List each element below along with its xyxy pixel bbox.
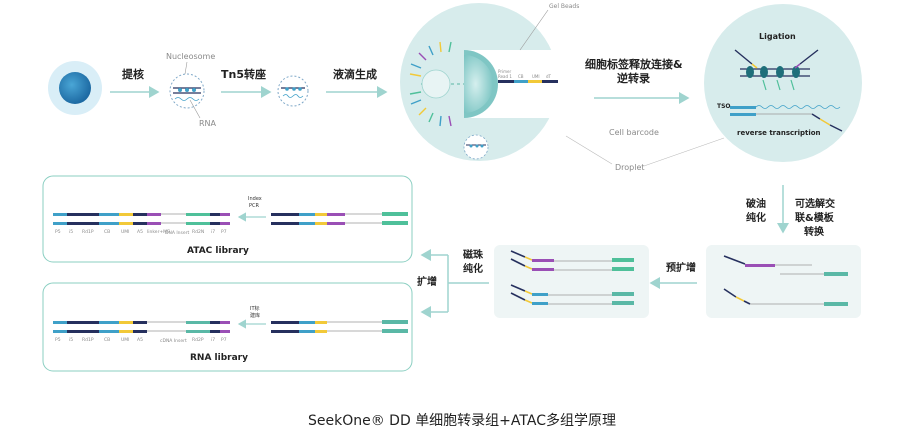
label-it-tag-1: IT标 [250,305,260,312]
label-cell-barcode: Cell barcode [609,128,659,137]
ligation-circle [704,4,862,162]
svg-text:Rd1P: Rd1P [82,337,94,343]
label-bead-purify-2: 纯化 [463,262,483,275]
rna-library-box [42,282,413,372]
label-reverse-transcription: reverse transcription [737,129,821,137]
bead-seg1b: Read 1 [498,74,512,79]
svg-text:cDNA Insert: cDNA Insert [160,338,187,344]
svg-text:i5: i5 [69,229,73,235]
label-pre-amp: 预扩增 [666,261,696,274]
label-droplet-gen: 液滴生成 [333,67,377,81]
rna-segment-labels: P5 i5 Rd1P CB UMI A5 cDNA Insert Rd2P i7… [55,337,227,344]
svg-text:P5: P5 [55,337,61,343]
svg-text:P5: P5 [55,229,61,235]
ligation-complex [734,49,819,91]
atac-library-box [42,175,413,263]
svg-text:UMI: UMI [121,229,130,235]
svg-text:UMI: UMI [121,337,130,343]
bead-seg1: Primer [498,69,511,74]
svg-text:i7: i7 [211,337,215,343]
label-gel-beads: Gel Beads [549,3,579,10]
label-optional-3: 转换 [804,225,825,238]
svg-text:P7: P7 [221,229,227,235]
bead-seg2: CB [518,74,524,79]
label-index-pcr-2: PCR [249,203,260,209]
pre-amp-input-box [706,245,861,318]
label-rna-library: RNA library [190,353,248,363]
label-rna: RNA [199,119,217,128]
gel-bead-small [421,69,451,99]
figure-caption: SeekOne® DD 单细胞转录组+ATAC多组学原理 [308,413,616,429]
cell [48,61,102,115]
pre-amp-output-box [494,245,649,318]
svg-text:A5: A5 [137,337,143,343]
pre-amp-input-strands [723,255,848,306]
label-index-pcr-1: Index [248,196,262,202]
svg-text:P7: P7 [221,337,227,343]
label-optional-2: 联&模板 [795,211,835,224]
nucleus-tn5-icon [277,75,309,107]
rna-pre-index-construct [271,320,408,333]
gel-bead-spikes [409,41,452,127]
svg-text:A5: A5 [137,229,143,235]
label-tn5: Tn5转座 [221,67,266,81]
label-tso: TSO [717,103,731,110]
label-droplet: Droplet [615,163,645,172]
label-it-tag-2: 建库 [250,312,260,319]
rt-strands [730,105,843,132]
svg-text:i5: i5 [69,337,73,343]
label-break-oil-1: 破油 [746,197,766,210]
droplet-nucleus-icon [463,134,489,160]
pre-amp-output-strands [510,250,634,305]
svg-text:linker+ME: linker+ME [147,229,170,235]
label-break-oil-2: 纯化 [746,211,766,224]
svg-text:Rd1P: Rd1P [82,229,94,235]
bead-seg3: UMI [532,74,540,79]
atac-construct [53,213,230,225]
svg-text:CB: CB [104,229,110,235]
svg-text:CB: CB [104,337,110,343]
svg-text:Rd2N: Rd2N [192,229,204,235]
bead-oligo [498,80,558,83]
label-extract-nuclei: 提核 [122,67,144,81]
label-release-1: 细胞标签释放连接& [585,57,683,71]
label-release-2: 逆转录 [617,71,650,85]
svg-text:Rd2P: Rd2P [192,337,204,343]
svg-text:DNA Insert: DNA Insert [165,230,189,236]
svg-text:i7: i7 [211,229,215,235]
label-ligation: Ligation [759,32,796,41]
rna-construct [53,321,230,333]
atac-pre-index-construct [271,212,408,225]
label-optional-1: 可选解交 [795,197,835,210]
nucleus-icon [169,73,205,109]
label-expand: 扩增 [417,275,437,288]
atac-segment-labels: P5 i5 Rd1P CB UMI A5 linker+ME DNA Inser… [55,229,227,236]
label-atac-library: ATAC library [187,246,249,256]
bead-seg4: dT [546,74,552,79]
label-bead-purify-1: 磁珠 [463,248,484,261]
label-nucleosome: Nucleosome [166,52,215,61]
